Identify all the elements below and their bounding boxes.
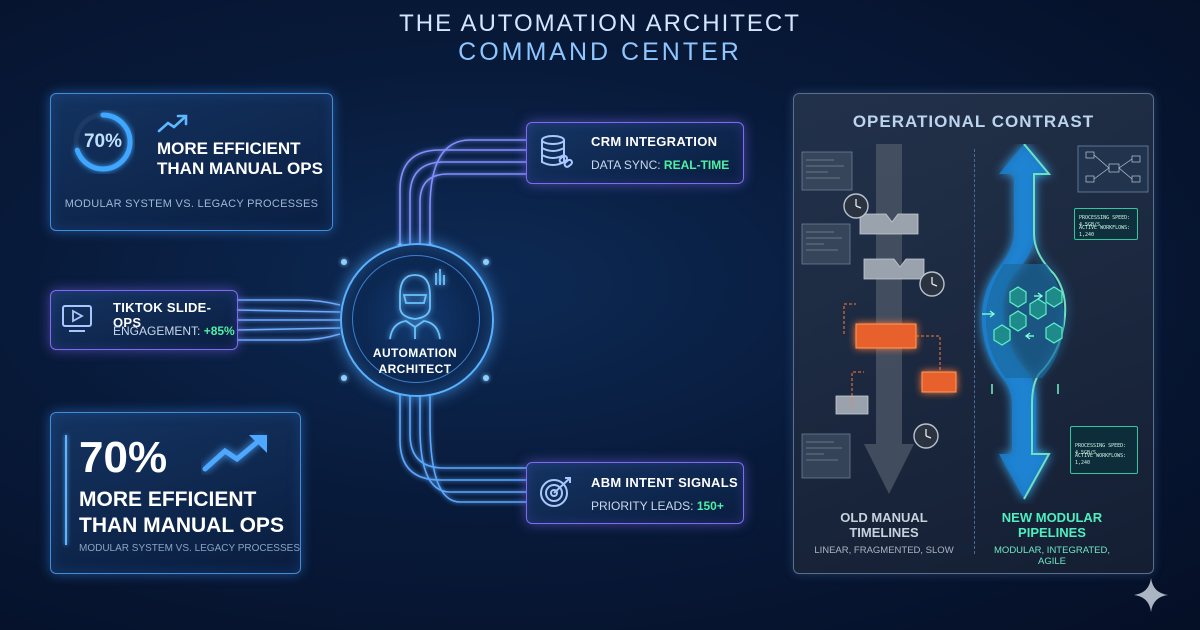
new-pipelines-sub: MODULAR, INTEGRATED, AGILE	[994, 545, 1110, 567]
sparkle-icon	[1133, 577, 1169, 613]
flowchart-icon	[1077, 145, 1149, 193]
crm-title: CRM INTEGRATION	[591, 134, 718, 149]
old-timelines-sub: LINEAR, FRAGMENTED, SLOW	[814, 545, 954, 556]
old-timelines-heading: OLD MANUAL TIMELINES	[840, 510, 928, 540]
efficiency-headline: MORE EFFICIENT THAN MANUAL OPS	[157, 139, 323, 178]
trend-up-icon	[202, 435, 267, 472]
efficiency-stat-card: 70% MORE EFFICIENT THAN MANUAL OPS MODUL…	[50, 93, 333, 231]
new-pipelines-heading: NEW MODULAR PIPELINES	[1001, 510, 1103, 540]
trend-up-icon	[157, 114, 188, 133]
readout-top: PROCESSING SPEED: 4.5GB/S ACTIVE WORKFLO…	[1074, 208, 1138, 240]
abm-title: ABM INTENT SIGNALS	[591, 475, 738, 490]
tiktok-metric: ENGAGEMENT: +85%	[113, 324, 235, 338]
play-video-icon	[62, 305, 92, 332]
efficiency-percent-large: 70%	[79, 433, 168, 482]
readout-bottom: PROCESSING SPEED: 4.5GB/S ACTIVE WORKFLO…	[1070, 426, 1138, 474]
robot-icon	[389, 269, 445, 340]
clock-icon	[843, 193, 945, 449]
efficiency-subtext-large: MODULAR SYSTEM VS. LEGACY PROCESSES	[79, 543, 300, 554]
old-timeline-graphic	[801, 144, 957, 494]
hub-label: AUTOMATION ARCHITECT	[372, 346, 458, 376]
page-title: THE AUTOMATION ARCHITECT	[399, 10, 801, 37]
abm-metric: PRIORITY LEADS: 150+	[591, 499, 724, 513]
abm-intent-signals-card[interactable]: ABM INTENT SIGNALS PRIORITY LEADS: 150+	[526, 462, 744, 524]
accent-bar	[65, 435, 67, 545]
database-link-icon	[541, 135, 573, 168]
target-icon	[540, 477, 571, 507]
new-pipeline-graphic	[981, 144, 1149, 500]
efficiency-percent: 70%	[83, 131, 123, 152]
tiktok-slide-ops-card[interactable]: TIKTOK SLIDE-OPS ENGAGEMENT: +85%	[50, 290, 238, 350]
progress-ring	[73, 112, 133, 172]
contrast-title: OPERATIONAL CONTRAST	[852, 112, 1095, 131]
efficiency-stat-card-large: 70% MORE EFFICIENT THAN MANUAL OPS MODUL…	[50, 412, 301, 574]
efficiency-headline-large: MORE EFFICIENT THAN MANUAL OPS	[79, 488, 284, 537]
operational-contrast-panel: OPERATIONAL CONTRAST	[793, 93, 1154, 574]
crm-integration-card[interactable]: CRM INTEGRATION DATA SYNC: REAL-TIME	[526, 122, 744, 184]
page-subtitle: COMMAND CENTER	[458, 38, 742, 66]
contrast-divider	[974, 149, 975, 554]
tiktok-title: TIKTOK SLIDE-OPS	[113, 300, 212, 330]
crm-metric: DATA SYNC: REAL-TIME	[591, 158, 730, 172]
efficiency-subtext: MODULAR SYSTEM VS. LEGACY PROCESSES	[64, 198, 319, 210]
hub-inner-ring	[352, 255, 480, 383]
